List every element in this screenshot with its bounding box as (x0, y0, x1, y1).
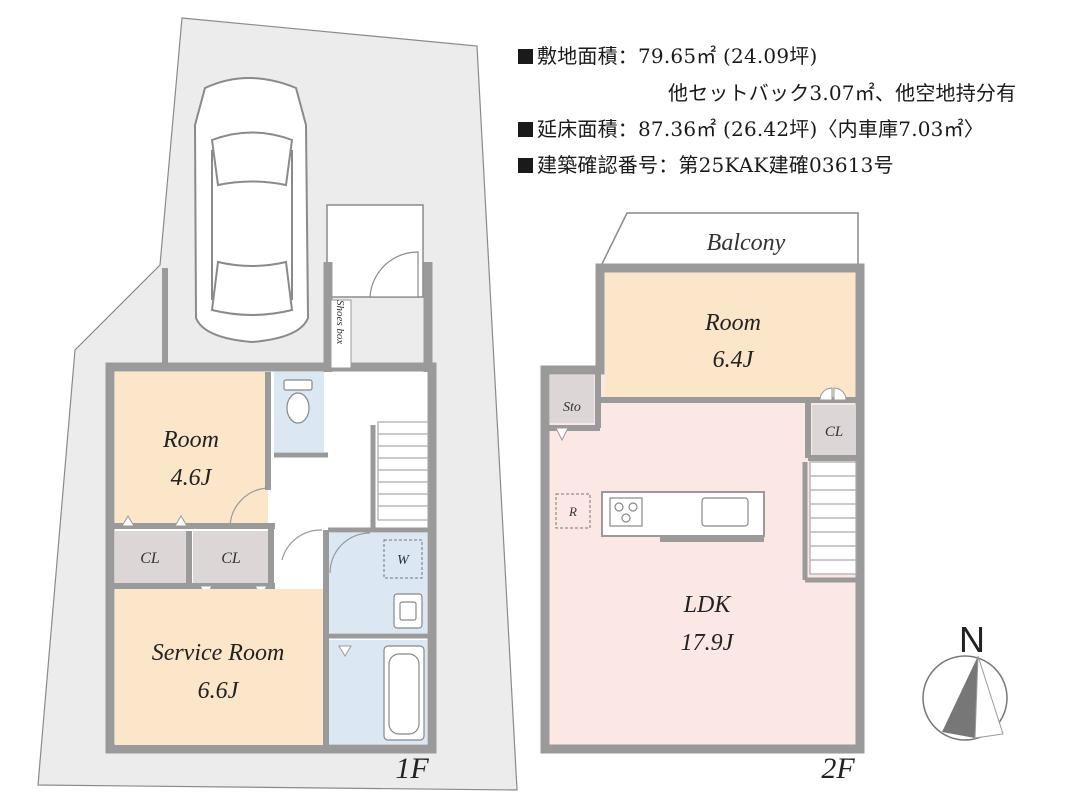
toilet-icon (283, 379, 313, 424)
compass-icon (922, 655, 1008, 741)
floor-2f-label: 2F (821, 752, 855, 785)
floor-area-line: 延床面積：87.36㎡ (26.42坪)〈内車庫7.03㎡〉 (518, 113, 984, 142)
bathtub-icon (383, 645, 425, 741)
site-area-line: 敷地面積：79.65㎡ (24.09坪) (518, 40, 817, 69)
fridge-label: R (568, 504, 577, 519)
closet-2f-label: CL (825, 424, 843, 440)
room-1f-label: Room (162, 427, 219, 453)
closet-1f-a-label: CL (140, 550, 160, 567)
shoes-box-label: Shoes box (334, 300, 346, 344)
staircase-2f (809, 461, 857, 575)
compass-north-label: N (959, 619, 985, 660)
parked-car-icon (193, 77, 310, 344)
staircase-1f (377, 421, 429, 521)
closet-1f-b-label: CL (221, 550, 241, 567)
permit-number-line: 建築確認番号：第25KAK建確03613号 (518, 149, 894, 178)
storage-2f (550, 375, 594, 423)
closet-1f-b (193, 531, 268, 583)
fridge-space (555, 493, 591, 529)
site-area-note-line: 他セットバック3.07㎡、他空地持分有 (668, 81, 1017, 105)
bullet-square-icon (518, 158, 533, 173)
room-1f-size: 4.6J (171, 465, 213, 491)
ldk-label: LDK (683, 592, 733, 618)
room-6-4j (605, 273, 855, 397)
ldk-size: 17.9J (681, 630, 735, 656)
bullet-square-icon (518, 122, 533, 137)
kitchen-sink-icon (701, 497, 749, 527)
service-room (115, 589, 323, 745)
service-room-label: Service Room (152, 640, 285, 666)
closet-2f (812, 405, 856, 455)
storage-label: Sto (563, 400, 581, 415)
washer-label: W (397, 553, 410, 568)
floor-1f-label: 1F (395, 752, 429, 785)
room-2f-label: Room (704, 310, 761, 336)
sink-icon (393, 593, 423, 629)
balcony-label: Balcony (707, 230, 786, 256)
bullet-square-icon (518, 49, 533, 64)
stove-icon (609, 497, 643, 527)
room-2f-size: 6.4J (713, 347, 755, 373)
closet-1f-a (115, 531, 186, 583)
kitchen-counter (601, 491, 765, 542)
service-room-size: 6.6J (198, 678, 240, 704)
